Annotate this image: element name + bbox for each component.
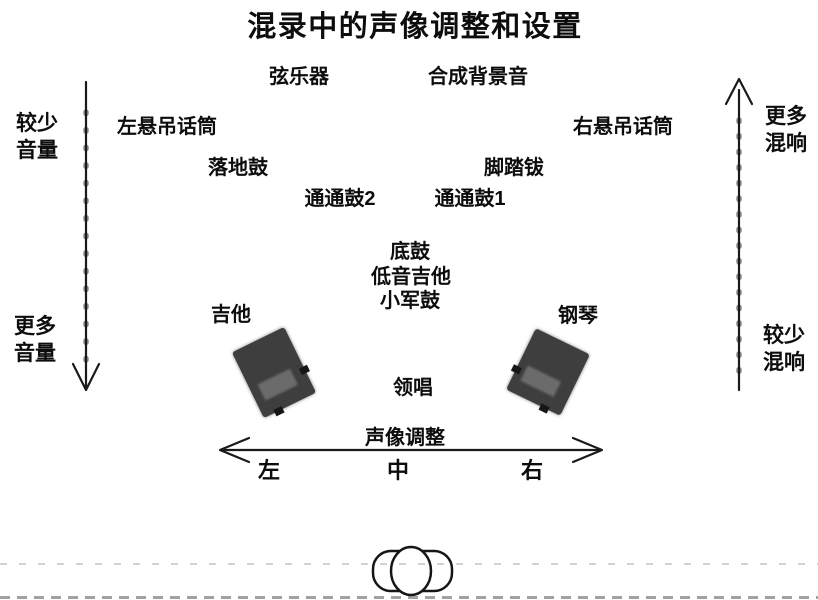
scan-artifact <box>0 563 818 565</box>
pan-right-label: 右 <box>520 458 544 483</box>
label-floor-tom: 落地鼓 <box>208 157 268 179</box>
label-lead-vocal: 领唱 <box>393 377 433 399</box>
reverb-arrow <box>724 77 754 392</box>
speaker-label-patch <box>257 368 298 402</box>
pan-center-label: 中 <box>386 458 410 483</box>
label-left-overhead-mic: 左悬吊话筒 <box>117 116 217 138</box>
volume-more-label: 更多音量 <box>14 315 56 365</box>
reverb-more-label: 更多混响 <box>765 105 807 155</box>
label-bass-guitar: 低音吉他 <box>371 266 451 288</box>
speaker-label-patch <box>520 365 562 398</box>
pan-axis-title: 声像调整 <box>365 427 445 449</box>
label-tom-1: 通通鼓1 <box>434 188 506 210</box>
label-tom-2: 通通鼓2 <box>304 188 376 210</box>
diagram-title: 混录中的声像调整和设置 <box>247 11 583 43</box>
label-synth-background: 合成背景音 <box>428 66 528 88</box>
listener-head-icon <box>371 545 454 597</box>
label-right-overhead-mic: 右悬吊话筒 <box>573 116 673 138</box>
label-strings: 弦乐器 <box>269 66 329 88</box>
label-hi-hat: 脚踏钹 <box>484 157 544 179</box>
label-guitar: 吉他 <box>211 304 251 326</box>
label-kick-drum: 底鼓 <box>390 241 430 263</box>
volume-less-label: 较少音量 <box>16 112 58 162</box>
scan-artifact <box>0 596 818 599</box>
volume-arrow <box>71 80 101 392</box>
label-snare-drum: 小军鼓 <box>380 290 440 312</box>
pan-arrow <box>218 436 604 464</box>
reverb-less-label: 较少混响 <box>763 324 805 374</box>
label-piano: 钢琴 <box>558 305 598 327</box>
pan-left-label: 左 <box>257 458 281 483</box>
